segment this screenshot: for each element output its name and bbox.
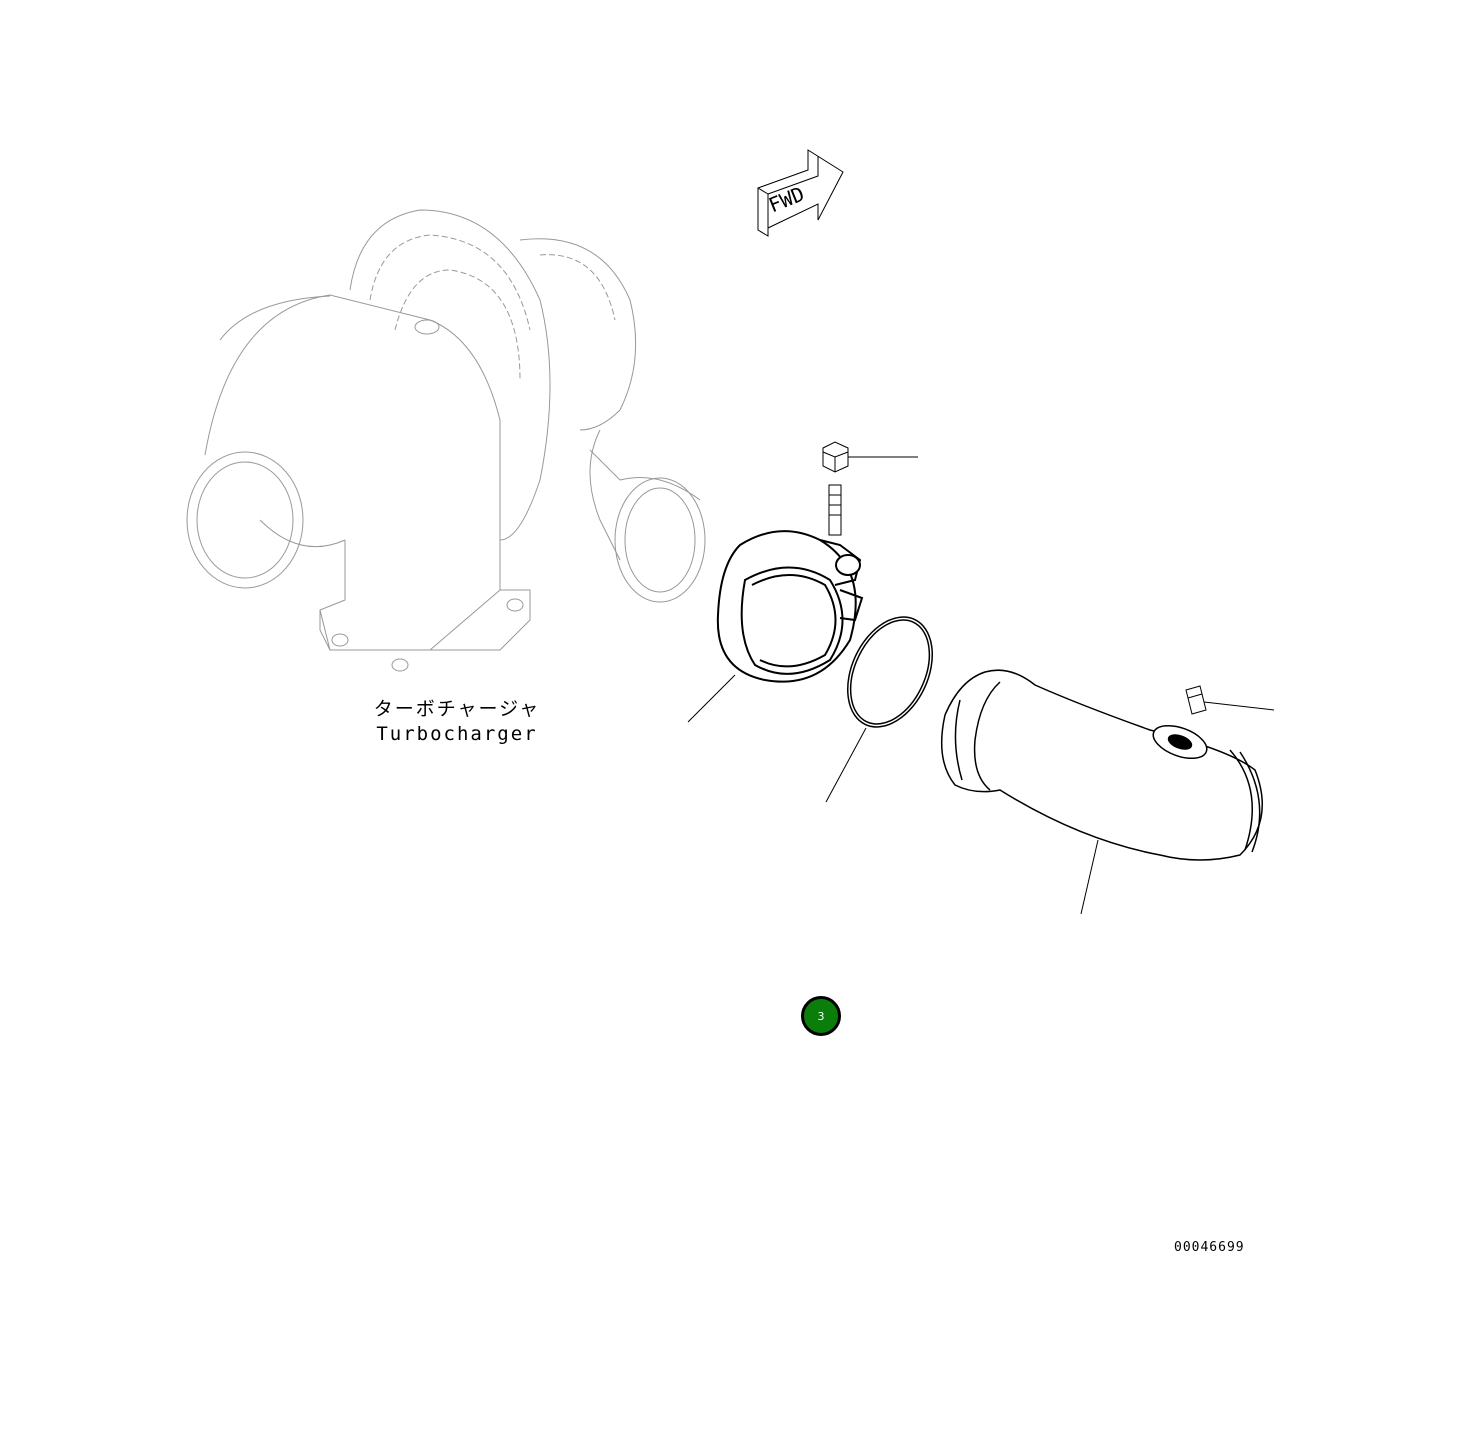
leader-line-clamp: [687, 674, 736, 723]
t-bolt-part: [828, 484, 842, 536]
v-band-clamp-part: [716, 530, 864, 683]
drawing-number: 00046699: [1174, 1240, 1245, 1255]
forward-arrow-icon: [757, 149, 844, 237]
callout-number: 3: [817, 1009, 825, 1023]
turbocharger-label-japanese: ターボチャージャ: [373, 698, 541, 720]
callout-badge-3[interactable]: 3: [801, 996, 841, 1036]
elbow-pipe-part: [940, 669, 1263, 861]
leader-line-plug: [1203, 701, 1275, 711]
leader-line-o-ring: [825, 727, 867, 803]
o-ring-part: [846, 616, 934, 728]
plug-part: [1185, 685, 1207, 715]
turbocharger-label-english: Turbocharger: [376, 723, 538, 745]
nut-part: [822, 441, 849, 473]
leader-line-pipe: [1080, 839, 1099, 915]
turbocharger-drawing: [186, 209, 706, 672]
